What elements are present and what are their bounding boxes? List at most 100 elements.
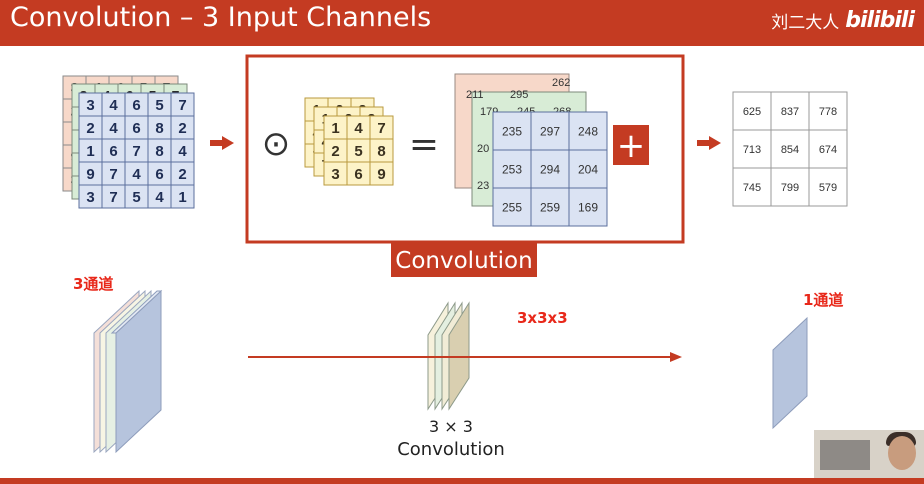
output-matrix-value: 745: [743, 182, 761, 194]
output-matrix-value: 837: [781, 106, 799, 118]
input-tensor-3d: [93, 289, 163, 454]
presenter-face: [888, 436, 916, 470]
input-channel-front-value: 2: [178, 166, 186, 183]
input-channel-front-value: 7: [132, 143, 140, 160]
input-channel-front-value: 4: [155, 189, 164, 206]
input-channel-front-value: 3: [86, 189, 94, 206]
kernel-front-value: 3: [331, 166, 339, 183]
input-channel-front-value: 1: [86, 143, 94, 160]
partial-result-front-value: 235: [502, 124, 522, 138]
output-matrix-value: 799: [781, 182, 799, 194]
input-channel-front-value: 6: [155, 166, 163, 183]
partial-result-peek-value: 20: [477, 143, 489, 155]
partial-result-front-value: 255: [502, 200, 522, 214]
kernel-caption-size: 3 × 3: [429, 417, 473, 436]
output-matrix-value: 778: [819, 106, 837, 118]
convolution-label-bg: [391, 243, 537, 277]
partial-result-front-value: 204: [578, 162, 598, 176]
partial-result-front-value: 259: [540, 200, 560, 214]
kernel-front-value: 9: [377, 166, 385, 183]
kernel-sweep-arrowhead: [670, 352, 682, 362]
output-matrix-cell: [770, 91, 810, 131]
convolution-box: [245, 54, 685, 244]
partial-result-peek-value: 295: [510, 89, 528, 101]
partial-result-front-value: 294: [540, 162, 560, 176]
brand-text: 刘二大人: [771, 13, 840, 33]
input-channel-front-value: 4: [109, 97, 118, 114]
input-channels-label: 3通道: [73, 275, 113, 293]
output-matrix-cell: [808, 91, 848, 131]
output-matrix-value: 579: [819, 182, 837, 194]
input-channel-front-value: 1: [178, 189, 186, 206]
input-channel-front-value: 6: [109, 143, 117, 160]
kernel-front-value: 7: [377, 120, 385, 137]
elementwise-operator: ⊙: [262, 124, 291, 164]
input-channel-front-value: 2: [86, 120, 94, 137]
kernel-caption-name: Convolution: [397, 439, 505, 460]
input-channel-front-value: 7: [109, 166, 117, 183]
input-channel-front-value: 2: [178, 120, 186, 137]
webcam-background: [820, 440, 870, 470]
input-channel-front-value: 3: [86, 97, 94, 114]
output-matrix-cell: [770, 167, 810, 207]
kernel-size-label: 3x3x3: [517, 309, 568, 327]
input-channel-front-value: 7: [178, 97, 186, 114]
matrix-grids: 3465724682167849746237541346572468216784…: [62, 73, 848, 227]
kernel-front-value: 8: [377, 143, 385, 160]
plus-sign: +: [617, 126, 646, 166]
input-channel-front-value: 9: [86, 166, 94, 183]
output-matrix-cell: [770, 129, 810, 169]
input-channel-front-value: 4: [132, 166, 141, 183]
output-matrix-cell: [808, 167, 848, 207]
equals-sign: =: [409, 124, 439, 165]
bilibili-logo: bilibili: [845, 8, 915, 33]
partial-result-peek-value: 211: [466, 89, 484, 101]
partial-result-peek-value: 262: [552, 77, 570, 89]
input-channel-front-value: 7: [109, 189, 117, 206]
partial-result-front-cell: [568, 111, 608, 151]
arrow-conv-to-output: [697, 136, 721, 150]
partial-result-front-value: 297: [540, 124, 560, 138]
kernel-front-value: 4: [354, 120, 363, 137]
title-bar: Convolution – 3 Input Channels 刘二大人 bili…: [0, 0, 924, 46]
partial-result-front-cell: [568, 149, 608, 189]
presenter-webcam: [814, 430, 924, 478]
input-channel-front-value: 4: [109, 120, 118, 137]
brand-watermark: 刘二大人 bilibili: [771, 8, 915, 33]
partial-result-front-value: 169: [578, 200, 598, 214]
output-tensor-3d: [772, 316, 808, 430]
output-matrix-value: 713: [743, 144, 761, 156]
input-channel-front-value: 5: [155, 97, 163, 114]
input-channel-front-value: 6: [132, 97, 140, 114]
kernel-front-cell: [369, 161, 394, 186]
convolution-label: Convolution: [395, 248, 532, 274]
partial-result-peek-value: 23: [477, 180, 489, 192]
output-matrix-cell: [808, 129, 848, 169]
input-channel-front-cell: [170, 184, 195, 209]
partial-result-front-cell: [568, 187, 608, 227]
input-channel-front-value: 8: [155, 143, 163, 160]
output-matrix-cell: [732, 167, 772, 207]
input-channel-front-value: 4: [178, 143, 187, 160]
partial-result-front-cell: [530, 111, 570, 151]
arrow-input-to-conv: [210, 136, 234, 150]
sum-box: [613, 125, 649, 165]
input-channel-front-value: 8: [155, 120, 163, 137]
input-channel-front-value: 6: [132, 120, 140, 137]
output-matrix-value: 854: [781, 144, 799, 156]
kernel-front-value: 2: [331, 143, 339, 160]
input-channel-front-value: 5: [132, 189, 140, 206]
output-channels-label: 1通道: [803, 291, 843, 309]
kernel-front-value: 5: [354, 143, 362, 160]
kernel-front-value: 6: [354, 166, 362, 183]
footer-bar: [0, 478, 924, 484]
partial-result-front-value: 248: [578, 124, 598, 138]
slide-title: Convolution – 3 Input Channels: [10, 2, 432, 33]
output-matrix-value: 674: [819, 144, 837, 156]
kernel-front-value: 1: [331, 120, 339, 137]
